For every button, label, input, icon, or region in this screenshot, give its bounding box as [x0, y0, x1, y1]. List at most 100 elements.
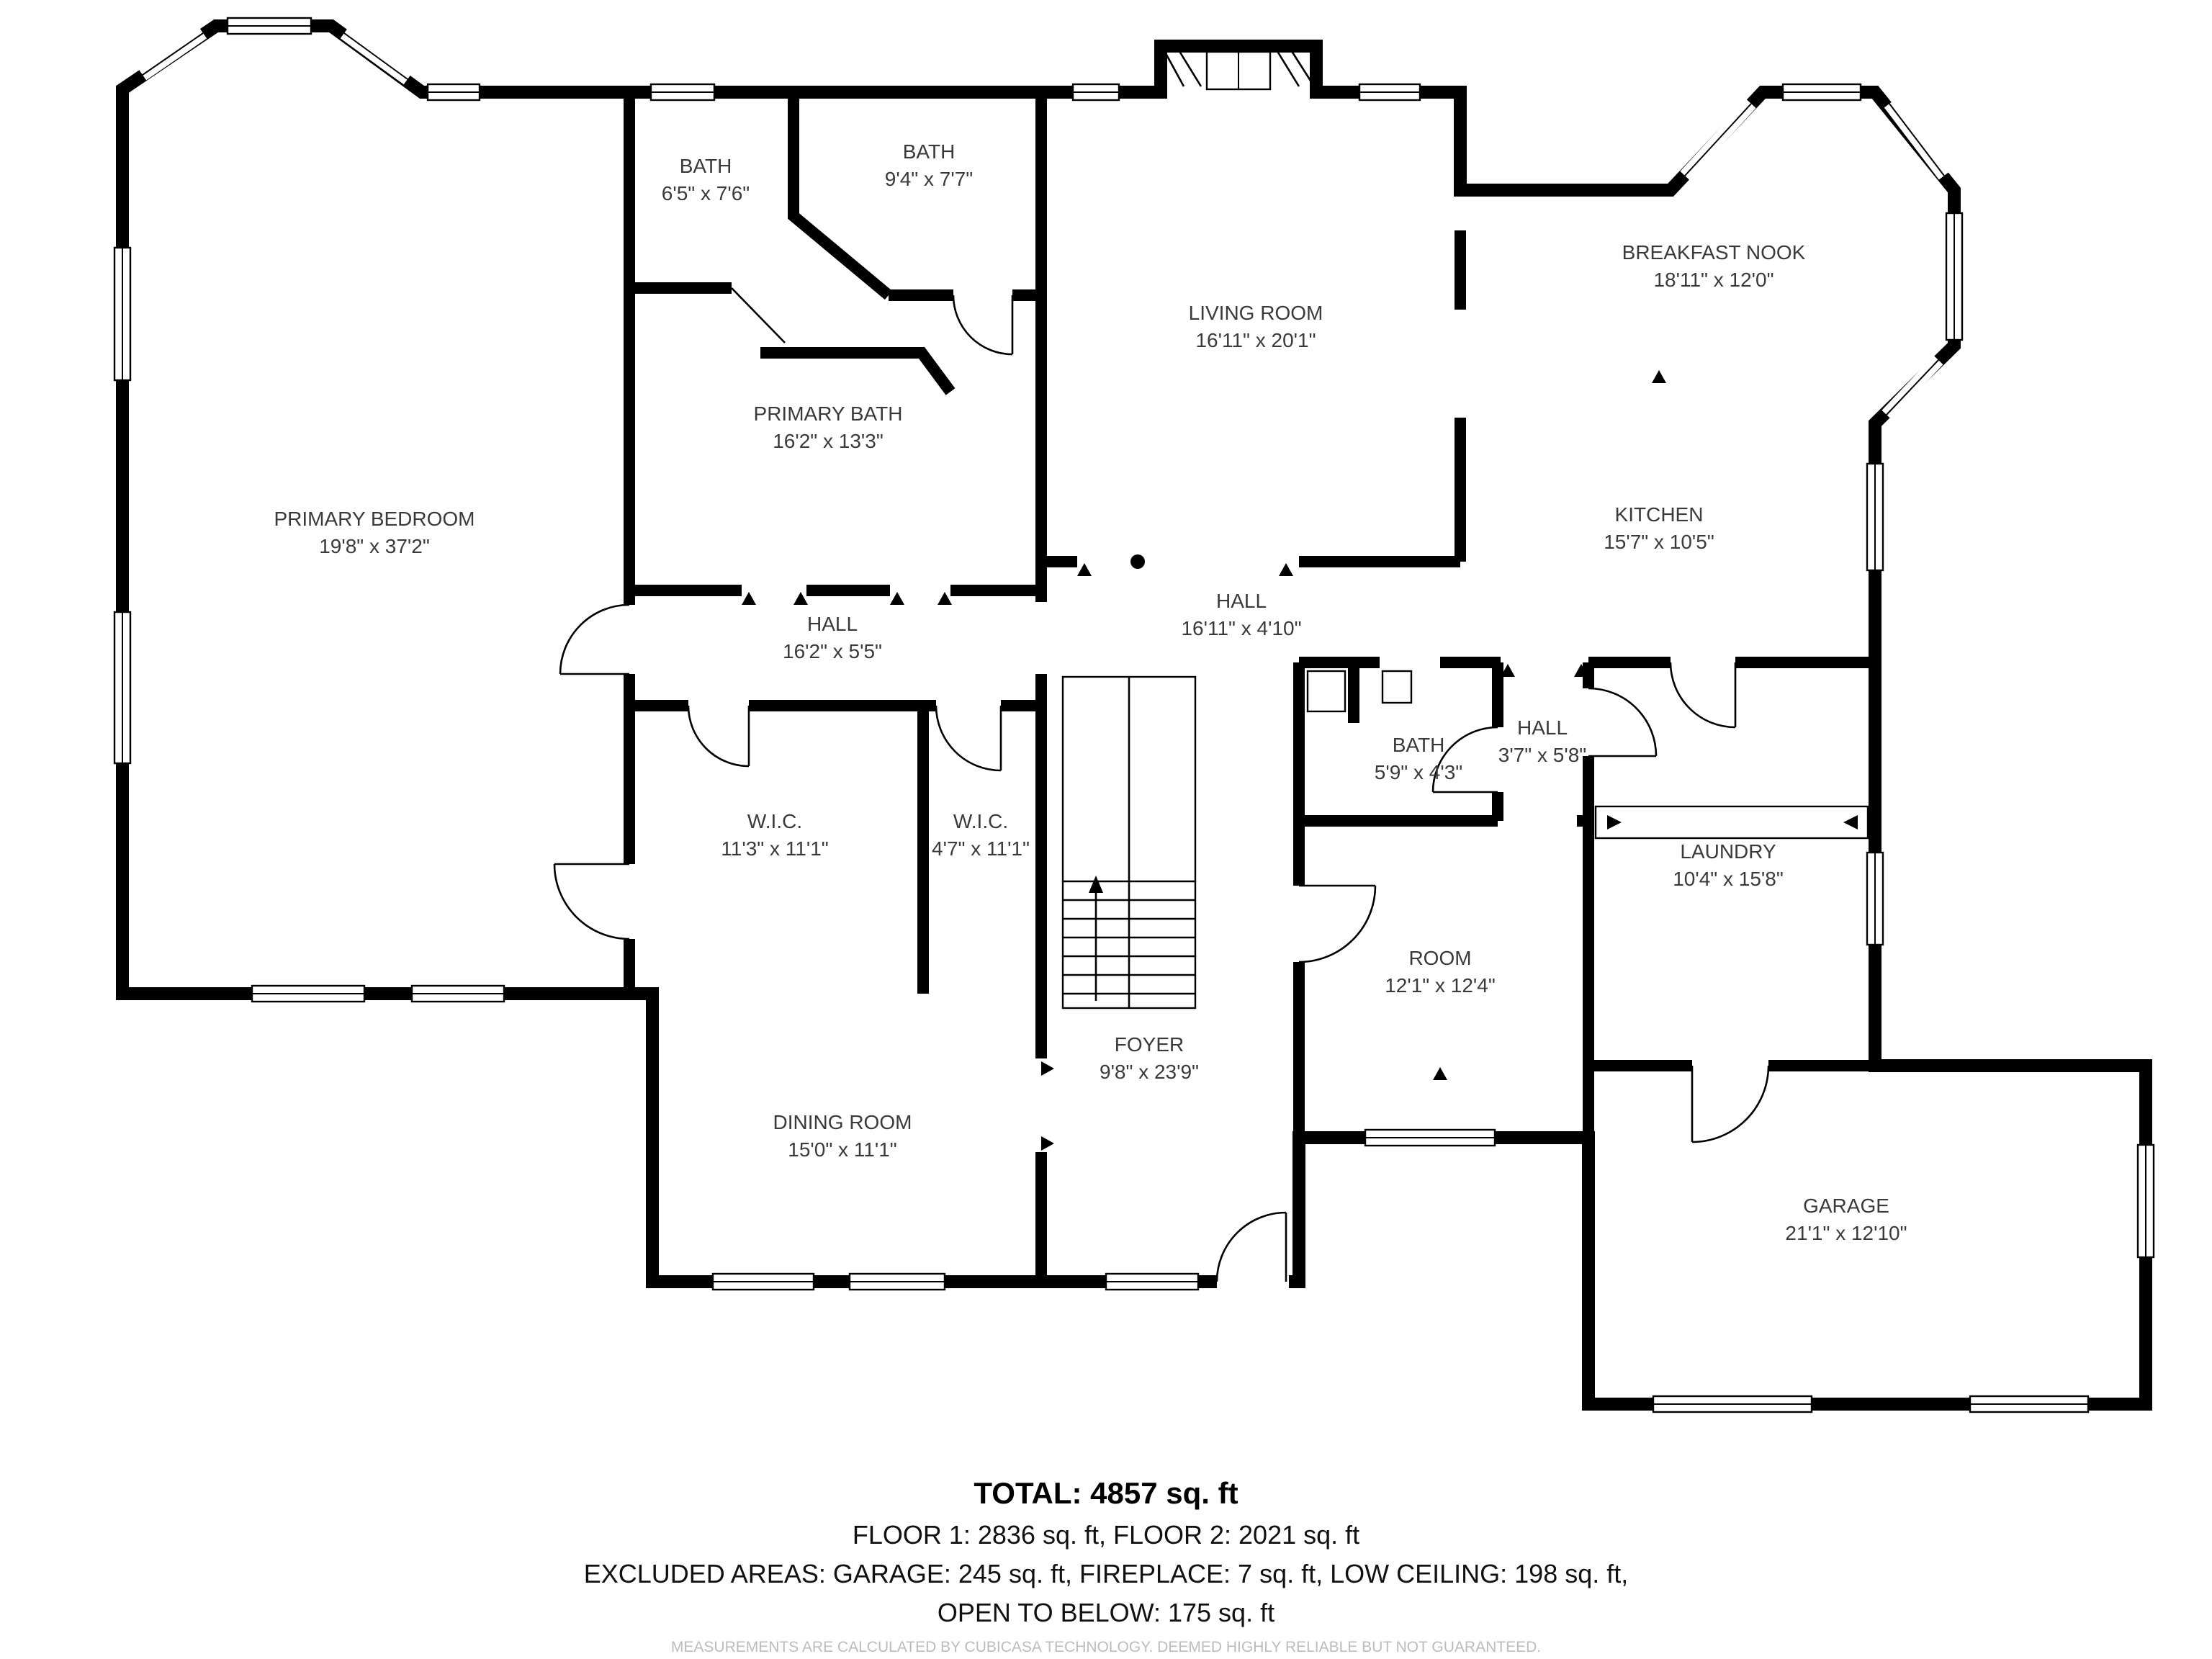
low-ceiling-band [1594, 805, 1869, 840]
door-swing-marker [1279, 563, 1293, 576]
window [711, 1272, 815, 1291]
window-diagonal [1680, 99, 1756, 181]
room-dims: 10'4" x 15'8" [1673, 868, 1784, 890]
window [1105, 1272, 1200, 1291]
room-dims: 15'7" x 10'5" [1604, 531, 1714, 553]
window [113, 246, 132, 382]
room-label: PRIMARY BATH [754, 403, 903, 425]
window [2136, 1143, 2155, 1259]
door-arc [1691, 1065, 1770, 1143]
window-diagonal [1884, 99, 1950, 180]
window [1945, 212, 1964, 341]
open-to-below-text: OPEN TO BELOW: 175 sq. ft [938, 1598, 1274, 1627]
interior-wall [760, 347, 956, 395]
door-arc [687, 705, 750, 768]
door-swing-marker [1041, 1061, 1054, 1076]
interior-wall [788, 92, 893, 300]
door-leaf [731, 287, 786, 343]
window [251, 984, 366, 1003]
door-gap [1217, 1272, 1289, 1292]
room-dims: 16'11" x 4'10" [1181, 617, 1301, 639]
room-dims: 12'1" x 12'4" [1385, 974, 1496, 997]
room-dims: 6'5" x 7'6" [662, 182, 750, 204]
door-swing-marker [1574, 664, 1588, 677]
door-arc [952, 295, 1014, 356]
room-label: DINING ROOM [773, 1111, 912, 1133]
door-swing-marker [1433, 1067, 1447, 1080]
room-label: BREAKFAST NOOK [1622, 241, 1806, 264]
window [1781, 83, 1862, 102]
room-dims: 3'7" x 5'8" [1498, 744, 1586, 766]
door-arc [935, 705, 1002, 772]
doors [553, 287, 1770, 1282]
door-swing-marker [1501, 664, 1515, 677]
door-arc [553, 863, 630, 940]
door-arc [1669, 662, 1737, 729]
room-dims: 16'2" x 5'5" [783, 640, 882, 662]
window-diagonal [138, 27, 207, 81]
room-dims: 9'4" x 7'7" [885, 168, 973, 190]
room-label: BATH [680, 155, 732, 177]
room-label: FOYER [1115, 1033, 1184, 1056]
room-label: W.I.C. [747, 810, 802, 832]
stairs-arrow-head [1089, 876, 1103, 893]
door-swing-marker [890, 592, 904, 605]
room-dims: 9'8" x 23'9" [1100, 1061, 1199, 1083]
window [1969, 1395, 2090, 1413]
disclaimer-text: MEASUREMENTS ARE CALCULATED BY CUBICASA … [671, 1639, 1541, 1655]
door-swing-marker [938, 592, 952, 605]
opening-markers [742, 370, 1666, 1151]
room-label: BATH [1393, 734, 1445, 756]
room-label: GARAGE [1803, 1195, 1889, 1217]
room-dims: 4'7" x 11'1" [932, 837, 1030, 860]
window [410, 984, 505, 1003]
floor-areas-text: FLOOR 1: 2836 sq. ft, FLOOR 2: 2021 sq. … [853, 1520, 1359, 1550]
window [1866, 851, 1884, 946]
window [1652, 1395, 1813, 1413]
room-label: LIVING ROOM [1189, 302, 1323, 324]
room-label: LAUNDRY [1680, 840, 1776, 863]
room-label: BATH [903, 140, 956, 163]
summary-block: TOTAL: 4857 sq. ft FLOOR 1: 2836 sq. ft,… [584, 1476, 1629, 1655]
door-arc [559, 603, 630, 675]
window [113, 611, 132, 765]
room-label: HALL [1216, 590, 1267, 612]
door-arc [1431, 726, 1498, 793]
room-dims: 11'3" x 11'1" [721, 837, 828, 860]
room-label: W.I.C. [953, 810, 1008, 832]
room-label: HALL [807, 613, 858, 635]
room-labels: BATH 6'5" x 7'6" BATH 9'4" x 7'7" PRIMAR… [274, 140, 1907, 1244]
room-label: PRIMARY BEDROOM [274, 508, 475, 530]
room-dims: 18'11" x 12'0" [1653, 269, 1773, 291]
window [1364, 1128, 1496, 1147]
windows [113, 17, 2155, 1413]
room-dims: 15'0" x 11'1" [788, 1138, 896, 1161]
door-swing-marker [1077, 563, 1092, 576]
window [1866, 462, 1884, 572]
door-arc [1588, 687, 1658, 757]
column-dot [1130, 554, 1145, 569]
door-arc [1298, 884, 1377, 963]
door-swing-marker [1652, 370, 1666, 383]
toilet-fixture [1306, 670, 1413, 713]
room-dims: 16'2" x 13'3" [773, 430, 884, 452]
room-label: HALL [1517, 716, 1568, 739]
window [426, 83, 481, 102]
window [1358, 83, 1421, 102]
room-dims: 21'1" x 12'10" [1785, 1222, 1907, 1244]
staircase [1061, 675, 1197, 1010]
room-label: ROOM [1408, 947, 1471, 969]
door-swing-marker [1041, 1136, 1054, 1151]
room-dims: 19'8" x 37'2" [319, 535, 430, 557]
excluded-areas-text: EXCLUDED AREAS: GARAGE: 245 sq. ft, FIRE… [584, 1559, 1629, 1588]
room-label: KITCHEN [1615, 503, 1704, 526]
window [848, 1272, 946, 1291]
window [649, 83, 716, 102]
total-area-text: TOTAL: 4857 sq. ft [974, 1476, 1238, 1510]
door-swing-marker [742, 592, 756, 605]
window [1071, 83, 1120, 102]
room-dims: 5'9" x 4'3" [1375, 761, 1462, 783]
window [226, 17, 313, 35]
